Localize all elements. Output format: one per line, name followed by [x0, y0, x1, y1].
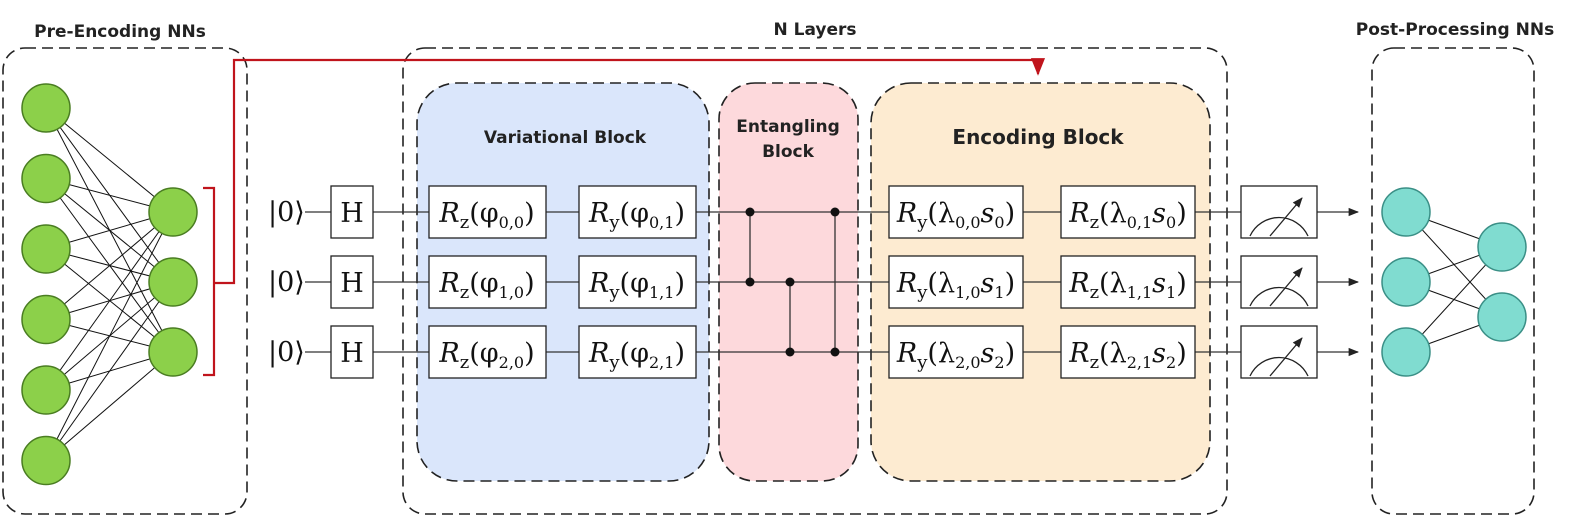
ry-encoding-gate: [888, 255, 1024, 309]
rz-encoding-label: Rz(λ2,1s2): [1068, 338, 1187, 373]
pre-encoding-network: [21, 83, 198, 486]
ry-gate-label: Ry(φ1,1): [588, 268, 685, 303]
rz-gate-label: Rz(φ0,0): [438, 198, 534, 233]
post-processing-network: [1381, 187, 1527, 377]
rz-encoding-label: Rz(λ0,1s0): [1068, 198, 1187, 233]
nn-edge: [45, 281, 174, 461]
qubit-row: |0⟩ H Rz(φ0,0) Ry(φ0,1) Ry(λ0,0s0) Rz(λ0…: [268, 185, 1318, 239]
qubit-row: |0⟩ H Rz(φ1,0) Ry(φ1,1) Ry(λ1,0s1) Rz(λ1…: [268, 255, 1318, 309]
nn-edge: [45, 211, 174, 461]
nn-input-node: [21, 365, 71, 415]
control-dot: [830, 347, 840, 357]
nn-output-node: [148, 187, 198, 237]
nn-output-node: [148, 327, 198, 377]
nn-input-node: [21, 153, 71, 204]
nn-output-node: [1477, 292, 1527, 342]
n-layers-title: N Layers: [773, 20, 856, 40]
nn-input-node: [21, 83, 71, 133]
ry-gate: [578, 185, 697, 239]
nn-input-node: [1381, 257, 1431, 307]
rz-gate: [428, 255, 547, 309]
rz-encoding-gate: [1060, 185, 1196, 239]
measurement-meter-icon: [1240, 255, 1318, 309]
entangling-connections: [745, 207, 840, 357]
entangling-block-title-line2: Block: [762, 142, 815, 162]
encoding-block-title: Encoding Block: [952, 125, 1124, 149]
control-dot: [830, 207, 840, 217]
nn-output-node: [1477, 222, 1527, 272]
nn-input-node: [21, 294, 71, 345]
nn-edge: [45, 211, 174, 320]
rz-encoding-label: Rz(λ1,1s1): [1068, 268, 1187, 303]
rz-encoding-gate: [1060, 255, 1196, 309]
nn-input-node: [21, 224, 71, 274]
nn-input-node: [1381, 187, 1431, 237]
ry-encoding-gate: [888, 325, 1024, 379]
control-dot: [785, 347, 795, 357]
nn-input-node: [21, 435, 71, 486]
rz-gate-label: Rz(φ2,0): [438, 338, 534, 373]
control-dot: [745, 207, 755, 217]
ry-gate-label: Ry(φ2,1): [588, 338, 685, 373]
entangling-block-title-line1: Entangling: [736, 117, 840, 137]
pre-encoding-title: Pre-Encoding NNs: [34, 22, 206, 42]
control-dot: [745, 277, 755, 287]
rz-encoding-gate: [1060, 325, 1196, 379]
measurement-meter-icon: [1240, 325, 1318, 379]
nn-edge: [45, 351, 174, 461]
ry-encoding-label: Ry(λ1,0s1): [896, 268, 1015, 303]
ry-gate-label: Ry(φ0,1): [588, 198, 685, 233]
pre-encoding-output-bracket: [203, 186, 216, 377]
nn-edge: [45, 107, 174, 213]
post-processing-title: Post-Processing NNs: [1356, 20, 1554, 40]
measurement-meter-icon: [1240, 185, 1318, 239]
ry-encoding-gate: [888, 185, 1024, 239]
nn-input-node: [1381, 327, 1431, 377]
pre-encoding-container: [2, 47, 248, 515]
hadamard-gate: [330, 325, 374, 379]
ry-gate: [578, 255, 697, 309]
qubit-row: |0⟩ H Rz(φ2,0) Ry(φ2,1) Ry(λ2,0s2) Rz(λ2…: [268, 325, 1318, 379]
ry-encoding-label: Ry(λ0,0s0): [896, 198, 1015, 233]
hadamard-label: H: [340, 268, 364, 299]
hadamard-gate: [330, 255, 374, 309]
hadamard-gate: [330, 185, 374, 239]
ket-zero: |0⟩: [268, 197, 305, 228]
ry-encoding-label: Ry(λ2,0s2): [896, 338, 1015, 373]
nn-edge: [45, 211, 174, 391]
hadamard-label: H: [340, 198, 364, 229]
n-layers-container: [402, 47, 1228, 515]
rz-gate: [428, 185, 547, 239]
post-processing-container: [1371, 47, 1535, 515]
ket-zero: |0⟩: [268, 267, 305, 298]
rz-gate-label: Rz(φ1,0): [438, 268, 534, 303]
rz-gate: [428, 325, 547, 379]
ry-gate: [578, 325, 697, 379]
ket-zero: |0⟩: [268, 337, 305, 368]
control-dot: [785, 277, 795, 287]
nn-output-node: [148, 257, 198, 307]
encoding-feed-connector: [214, 58, 1046, 285]
hadamard-label: H: [340, 338, 364, 369]
variational-block-title: Variational Block: [484, 128, 647, 148]
